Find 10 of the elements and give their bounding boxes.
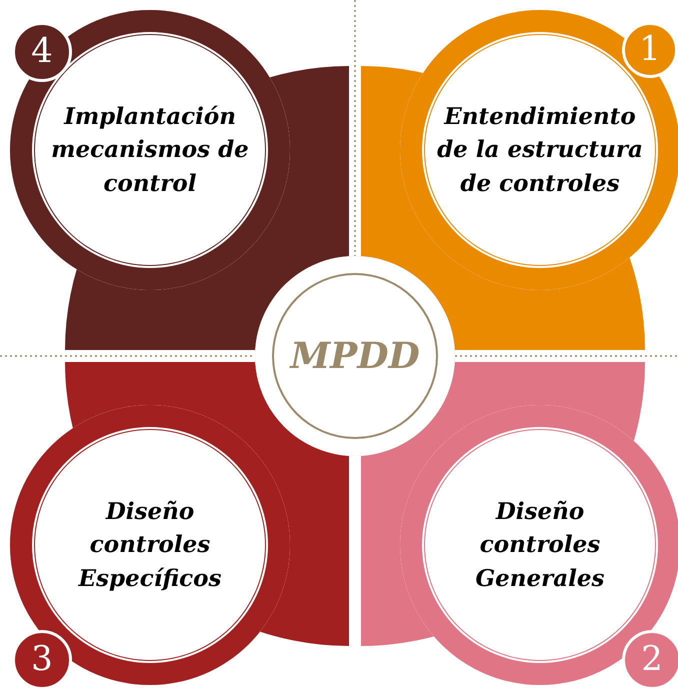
stage-label: Diseño controles Específicos bbox=[77, 496, 222, 594]
step-number: 2 bbox=[641, 638, 663, 682]
stage-label: Entendimiento de la estructura de controles bbox=[436, 102, 644, 199]
stage-label: Implantación mecanismos de control bbox=[50, 102, 250, 199]
stage-label: Diseño controles Generales bbox=[474, 496, 606, 594]
center-label: MPDD bbox=[290, 334, 420, 379]
number-badge bbox=[622, 22, 678, 78]
step-number: 3 bbox=[31, 638, 53, 682]
step-number: 4 bbox=[31, 30, 53, 74]
step-number: 1 bbox=[639, 28, 661, 72]
